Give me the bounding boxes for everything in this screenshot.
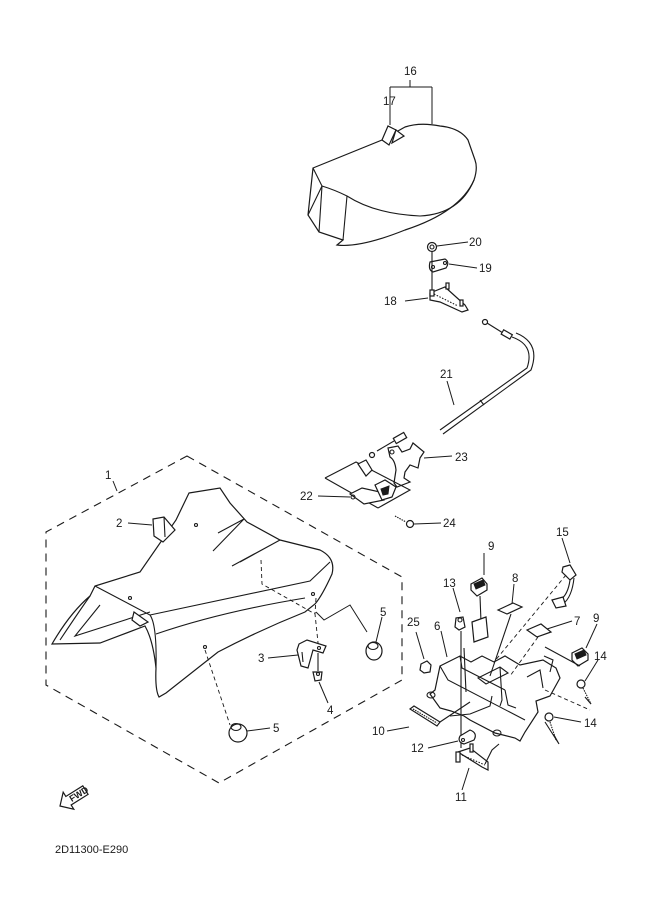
callout-20: 20 [469,237,482,249]
callout-9-right: 9 [593,613,599,625]
callout-24: 24 [443,518,456,530]
callout-8: 8 [512,573,518,585]
plate-part-19[interactable] [428,258,449,273]
callout-10: 10 [372,726,385,738]
callout-4: 4 [327,705,334,717]
callout-13: 13 [443,578,456,590]
nut-part-13[interactable] [454,616,466,631]
bracket-part-23[interactable] [387,442,425,488]
callout-19: 19 [479,263,492,275]
callout-12: 12 [411,743,424,755]
callout-9-top: 9 [488,541,494,553]
callout-6: 6 [434,621,440,633]
bracket-part-6[interactable] [426,647,561,742]
plate-part-12[interactable] [458,729,476,745]
callout-5-right: 5 [380,607,386,619]
callout-18: 18 [384,296,397,308]
block-part-9-right[interactable] [571,647,589,667]
forward-arrow-icon: FWD [59,784,91,811]
callout-25: 25 [407,617,420,629]
callout-15: 15 [556,527,569,539]
callout-22: 22 [300,491,313,503]
nut-part-4[interactable] [312,671,323,682]
seat-part-16[interactable] [307,123,477,247]
cable-part-21[interactable] [368,318,535,459]
pad-part-8[interactable] [496,602,524,615]
callout-7: 7 [574,616,580,628]
nut-part-20[interactable] [426,241,438,253]
callout-14-top: 14 [594,651,607,663]
seat-cowl-part-1[interactable] [50,487,334,698]
strap-part-15[interactable] [551,564,577,609]
callout-17: 17 [383,96,396,108]
callout-14-bottom: 14 [584,718,597,730]
seat-tag-17[interactable] [381,125,406,146]
screw-part-14-top[interactable] [576,679,592,705]
bolt-part-24[interactable] [394,515,415,529]
block-part-9-top[interactable] [470,577,488,597]
callout-2: 2 [116,518,122,530]
callout-11: 11 [455,792,467,804]
callout-5-bottom: 5 [273,723,279,735]
diagram-code: 2D11300-E290 [55,844,128,856]
callout-23: 23 [455,452,468,464]
assembly-boundary-1 [45,455,403,784]
damper-part-5-bottom[interactable] [228,722,248,743]
latch-part-11[interactable] [455,743,500,771]
callout-16: 16 [404,66,417,78]
tag-part-2[interactable] [152,516,176,543]
forward-label: FWD [68,784,91,804]
callout-21: 21 [440,369,453,381]
callout-1: 1 [105,470,111,482]
strip-part-10[interactable] [408,705,441,727]
hook-part-18[interactable] [429,282,469,313]
bracket-part-3[interactable] [296,639,327,669]
callout-3: 3 [258,653,264,665]
damper-part-5-right[interactable] [365,641,383,661]
lock-part-22[interactable] [348,459,397,505]
cap-part-25[interactable] [419,660,432,674]
pad-part-7[interactable] [525,623,553,638]
